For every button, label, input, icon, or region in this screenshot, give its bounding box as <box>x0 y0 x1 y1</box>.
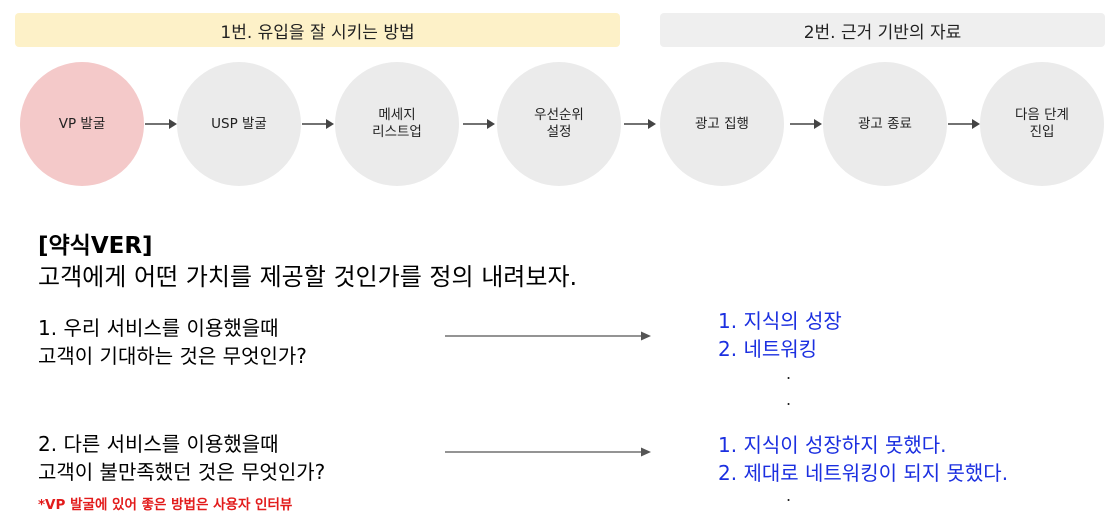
step-message-listup: 메세지 리스트업 <box>335 62 459 186</box>
ellipsis-dot: . <box>786 390 792 409</box>
section-banner-inflow: 1번. 유입을 잘 시키는 방법 <box>15 13 620 47</box>
answer-item: 1. 지식이 성장하지 못했다. <box>718 433 947 457</box>
flow-arrow <box>948 119 980 129</box>
section-banner-evidence: 2번. 근거 기반의 자료 <box>660 13 1105 47</box>
ellipsis-dot: . <box>786 364 792 383</box>
flow-arrow <box>790 119 822 129</box>
answer-arrow <box>445 447 651 457</box>
step-ad-execution: 광고 집행 <box>660 62 784 186</box>
flow-arrow <box>463 119 495 129</box>
step-ad-end: 광고 종료 <box>823 62 947 186</box>
flow-arrow <box>302 119 334 129</box>
answer-arrow <box>445 331 651 341</box>
section-heading: [약식VER] <box>38 233 153 259</box>
footnote: *VP 발굴에 있어 좋은 방법은 사용자 인터뷰 <box>38 497 293 513</box>
section-subheading: 고객에게 어떤 가치를 제공할 것인가를 정의 내려보자. <box>38 263 578 291</box>
answer-item: 1. 지식의 성장 <box>718 309 842 333</box>
step-priority-setting: 우선순위 설정 <box>497 62 621 186</box>
answer-item: 2. 네트워킹 <box>718 337 818 361</box>
step-next-stage: 다음 단계 진입 <box>980 62 1104 186</box>
answer-item: 2. 제대로 네트워킹이 되지 못했다. <box>718 461 1009 485</box>
flow-arrow <box>624 119 656 129</box>
step-usp-discovery: USP 발굴 <box>177 62 301 186</box>
ellipsis-dot: . <box>786 486 792 505</box>
question-dissatisfaction: 2. 다른 서비스를 이용했을때 고객이 불만족했던 것은 무엇인가? <box>38 432 326 484</box>
flow-arrow <box>145 119 177 129</box>
step-vp-discovery: VP 발굴 <box>20 62 144 186</box>
question-expectation: 1. 우리 서비스를 이용했을때 고객이 기대하는 것은 무엇인가? <box>38 316 307 368</box>
